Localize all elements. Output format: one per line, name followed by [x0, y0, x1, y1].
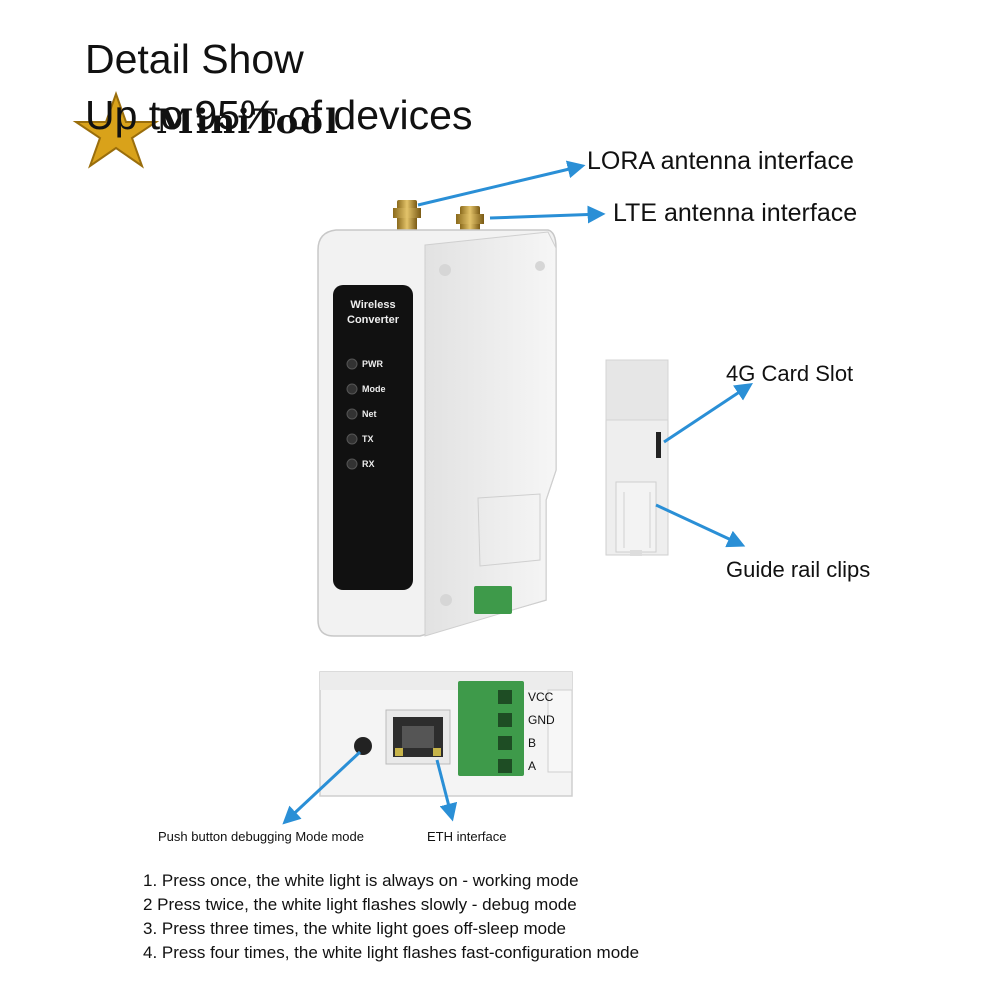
- callout-eth: ETH interface: [427, 829, 507, 844]
- panel-title-line1: Wireless: [350, 299, 395, 311]
- led-net-icon: [346, 408, 358, 420]
- instruction-1: 1. Press once, the white light is always…: [143, 871, 579, 890]
- watermark-text: MiniTool: [156, 102, 340, 142]
- terminal-screw: [498, 690, 512, 704]
- terminal-label-b: B: [528, 736, 536, 750]
- terminal-label-gnd: GND: [528, 713, 555, 727]
- led-label-pwr: PWR: [362, 359, 383, 369]
- panel-title-line2: Converter: [347, 314, 400, 326]
- terminal-block: [458, 681, 524, 776]
- bottom-view: VCC GND BA: [319, 671, 573, 797]
- callout-arrows: [282, 160, 754, 825]
- page-title: Detail Show: [85, 36, 304, 82]
- arrow-push-button: [282, 750, 362, 825]
- terminal-label-a: A: [528, 759, 536, 773]
- led-mode-icon: [346, 383, 358, 395]
- push-button: [354, 737, 372, 755]
- watermark-logo: MiniTool: [70, 91, 338, 169]
- ethernet-port: [385, 709, 451, 765]
- lora-antenna-connector: [393, 200, 421, 236]
- terminal-screw: [498, 736, 512, 750]
- terminal-screw: [498, 759, 512, 773]
- led-rx-icon: [346, 458, 358, 470]
- led-label-tx: TX: [362, 434, 374, 444]
- terminal-label-vcc: VCC: [528, 690, 554, 704]
- callout-rail-clips: Guide rail clips: [726, 557, 871, 582]
- callout-lte: LTE antenna interface: [613, 199, 858, 227]
- callout-push-button: Push button debugging Mode mode: [158, 829, 364, 844]
- led-label-net: Net: [362, 409, 377, 419]
- instruction-3: 3. Press three times, the white light go…: [143, 919, 567, 938]
- arrow-card-slot: [663, 383, 754, 444]
- star-icon: [72, 91, 160, 169]
- arrow-lora: [417, 160, 586, 207]
- arrow-eth: [435, 759, 458, 822]
- callout-lora: LORA antenna interface: [587, 147, 854, 175]
- terminal-screw: [498, 713, 512, 727]
- led-tx-icon: [346, 433, 358, 445]
- sim-slot: [656, 432, 661, 458]
- side-view: [605, 359, 669, 556]
- arrow-rail-clips: [655, 503, 746, 548]
- led-pwr-icon: [346, 358, 358, 370]
- led-label-mode: Mode: [362, 384, 386, 394]
- callout-card-slot: 4G Card Slot: [726, 361, 854, 386]
- instruction-2: 2 Press twice, the white light flashes s…: [143, 895, 577, 914]
- arrow-lte: [489, 205, 606, 224]
- led-label-rx: RX: [362, 459, 375, 469]
- page-subtitle: Up to 95% of devices: [85, 92, 473, 138]
- instruction-4: 4. Press four times, the white light fla…: [143, 943, 640, 962]
